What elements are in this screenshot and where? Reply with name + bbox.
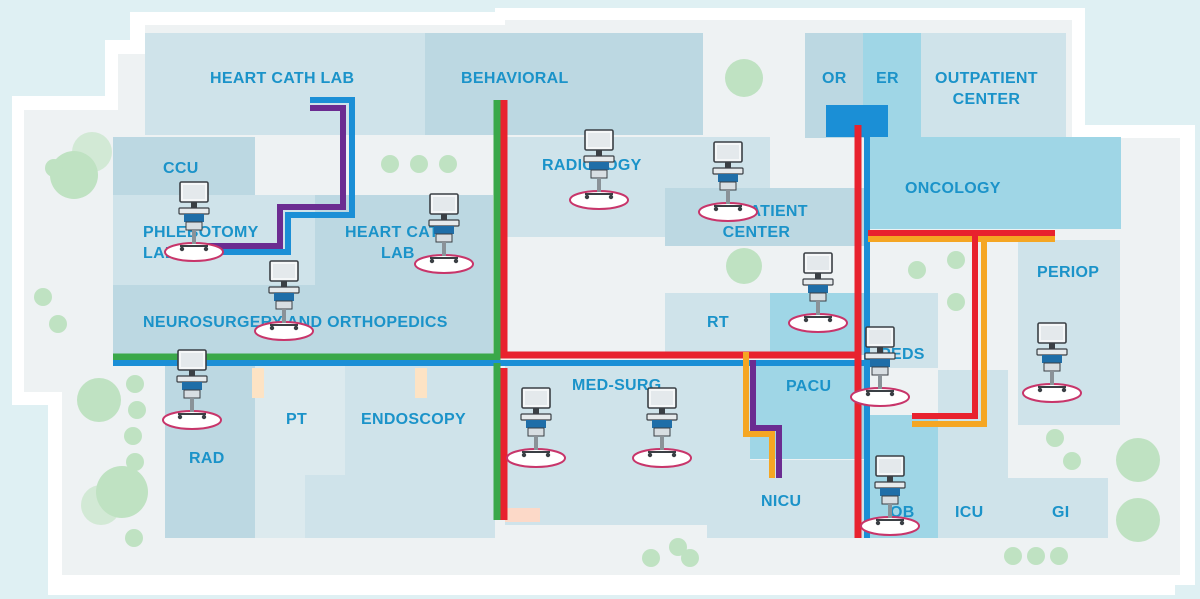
- label-periop: PERIOP: [1037, 264, 1100, 281]
- workstation-cart-icon[interactable]: [412, 192, 476, 276]
- label-gi: GI: [1052, 504, 1070, 521]
- workstation-cart-icon[interactable]: [786, 251, 850, 335]
- label-heart-cath-lab: HEART CATH LAB: [210, 70, 355, 87]
- workstation-cart-icon[interactable]: [567, 128, 631, 212]
- label-med-surg: MED-SURG: [572, 377, 662, 394]
- room-endoscopy-lower: [305, 475, 495, 538]
- room-rt[interactable]: [665, 293, 770, 355]
- label-rt: RT: [707, 314, 729, 331]
- route-orange-nicu: [743, 352, 775, 478]
- route-blue-heartcath: [205, 97, 355, 255]
- label-rad: RAD: [189, 450, 225, 467]
- route-orange-periop: [912, 239, 987, 427]
- workstation-cart-icon[interactable]: [848, 325, 912, 409]
- door-1: [252, 368, 264, 398]
- label-ccu: CCU: [163, 160, 199, 177]
- room-outpatient-mid[interactable]: [665, 188, 865, 246]
- room-oncology[interactable]: [868, 137, 1121, 229]
- label-outpatient-top-line1: OUTPATIENT: [935, 70, 1038, 87]
- label-or: OR: [822, 70, 847, 87]
- tree-icon: [34, 59, 1160, 567]
- room-outpatient-top[interactable]: [921, 33, 1066, 138]
- room-rad[interactable]: [165, 365, 255, 538]
- workstation-cart-icon[interactable]: [630, 386, 694, 470]
- workstation-cart-icon[interactable]: [160, 348, 224, 432]
- workstation-cart-icon[interactable]: [252, 259, 316, 343]
- label-heart-cath-2-line2: LAB: [381, 245, 415, 262]
- route-purple-nicu: [750, 360, 782, 478]
- workstation-cart-icon[interactable]: [504, 386, 568, 470]
- label-heart-cath-2: HEART CATH LAB: [345, 222, 451, 264]
- label-outpatient-top: OUTPATIENT CENTER: [935, 68, 1038, 110]
- room-neurosurgery[interactable]: [113, 285, 493, 355]
- door-2: [415, 368, 427, 398]
- label-outpatient-top-line2: CENTER: [952, 91, 1021, 108]
- workstation-cart-icon[interactable]: [162, 180, 226, 264]
- room-heart-cath-lab[interactable]: [145, 33, 425, 135]
- workstation-cart-icon[interactable]: [696, 140, 760, 224]
- label-outpatient-mid-line2: CENTER: [722, 224, 791, 241]
- label-pt: PT: [286, 411, 308, 428]
- label-oncology: ONCOLOGY: [905, 180, 1001, 197]
- room-nicu[interactable]: [707, 460, 865, 538]
- room-gi[interactable]: [1008, 478, 1108, 538]
- door-3: [505, 508, 540, 522]
- workstation-cart-icon[interactable]: [858, 454, 922, 538]
- label-endoscopy: ENDOSCOPY: [361, 411, 466, 428]
- label-behavioral: BEHAVIORAL: [461, 70, 569, 87]
- route-red-periop: [912, 233, 978, 419]
- route-red-radiology: [500, 100, 858, 359]
- label-nicu: NICU: [761, 493, 802, 510]
- workstation-cart-icon[interactable]: [1020, 321, 1084, 405]
- label-heart-cath-2-line1: HEART CATH: [345, 224, 451, 241]
- label-pacu: PACU: [786, 378, 832, 395]
- route-green-main: [113, 100, 501, 361]
- route-purple-heartcath: [205, 105, 346, 249]
- label-phlebotomy-line1: PHLEBOTOMY: [143, 224, 259, 241]
- label-icu: ICU: [955, 504, 984, 521]
- room-behavioral[interactable]: [425, 33, 703, 135]
- label-er: ER: [876, 70, 899, 87]
